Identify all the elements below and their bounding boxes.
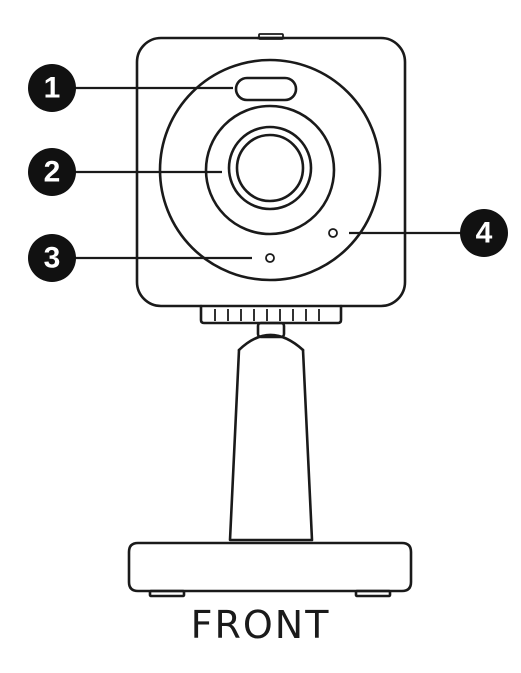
stand-column <box>228 348 314 542</box>
callout-2: 2 <box>28 148 222 196</box>
light-sensor <box>234 76 298 102</box>
callout-badge-1 <box>28 64 76 112</box>
callout-4: 4 <box>349 209 508 257</box>
callout-badge-2 <box>28 148 76 196</box>
camera-body <box>135 33 407 308</box>
indicator-light <box>328 228 338 238</box>
front-ring <box>158 58 382 282</box>
callout-number-3: 3 <box>44 242 61 275</box>
microphone-hole <box>265 253 275 263</box>
callout-1: 1 <box>28 64 233 112</box>
mount-collar <box>199 304 343 325</box>
view-caption: FRONT <box>190 603 331 647</box>
ball-joint <box>237 321 305 352</box>
callout-badge-4 <box>460 209 508 257</box>
callout-number-2: 2 <box>44 156 61 189</box>
callout-number-4: 4 <box>476 217 493 250</box>
callout-badge-3 <box>28 234 76 282</box>
stand-base <box>127 541 413 598</box>
lens <box>227 125 313 211</box>
callout-3: 3 <box>28 234 252 282</box>
callout-number-1: 1 <box>44 72 61 105</box>
